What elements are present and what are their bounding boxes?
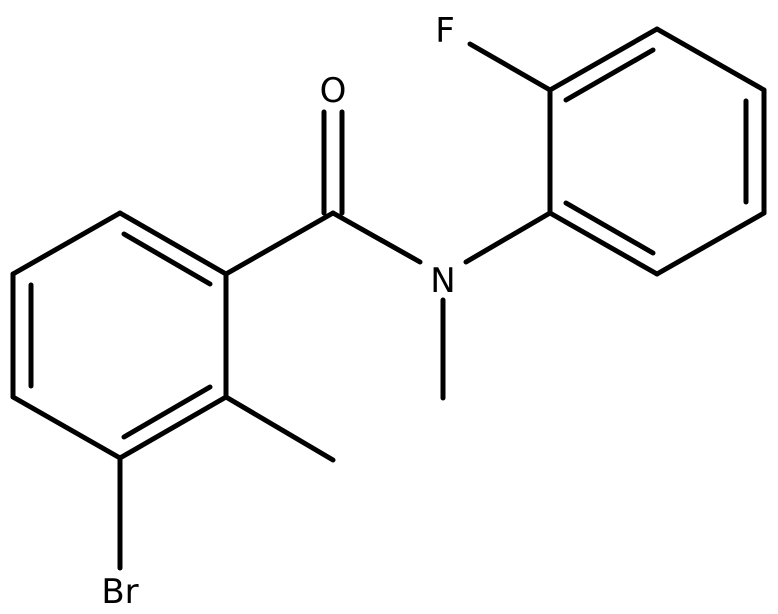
bond-ring2-f bbox=[547, 210, 660, 277]
bond-ring1-a bbox=[117, 210, 229, 277]
bond-ring2-f-inner bbox=[563, 200, 656, 256]
bond-ring2-c bbox=[654, 26, 767, 93]
bond-ring-carbonyl bbox=[223, 210, 336, 277]
left-benzene-ring bbox=[10, 210, 229, 461]
bond-ring1-d bbox=[10, 394, 123, 461]
bond-ring1-c-inner bbox=[121, 384, 213, 440]
bromine-label: Br bbox=[101, 572, 138, 612]
nitrogen-label: N bbox=[430, 261, 455, 301]
fluorine-label: F bbox=[435, 11, 455, 51]
bond-nitrogen-ring bbox=[463, 210, 553, 265]
bond-ring1-c bbox=[117, 394, 229, 461]
bond-ring2-e bbox=[654, 210, 767, 277]
bond-methyl-ring bbox=[223, 394, 336, 463]
bond-carbonyl-nitrogen bbox=[330, 210, 423, 265]
bond-ring1-f bbox=[10, 210, 123, 277]
oxygen-label: O bbox=[320, 71, 347, 111]
bond-ring-fluorine bbox=[467, 41, 553, 93]
bond-ring2-b-inner bbox=[563, 47, 656, 103]
bond-ring1-a-inner bbox=[121, 231, 213, 287]
right-benzene-ring bbox=[547, 26, 767, 277]
bond-ring2-b bbox=[547, 26, 660, 93]
